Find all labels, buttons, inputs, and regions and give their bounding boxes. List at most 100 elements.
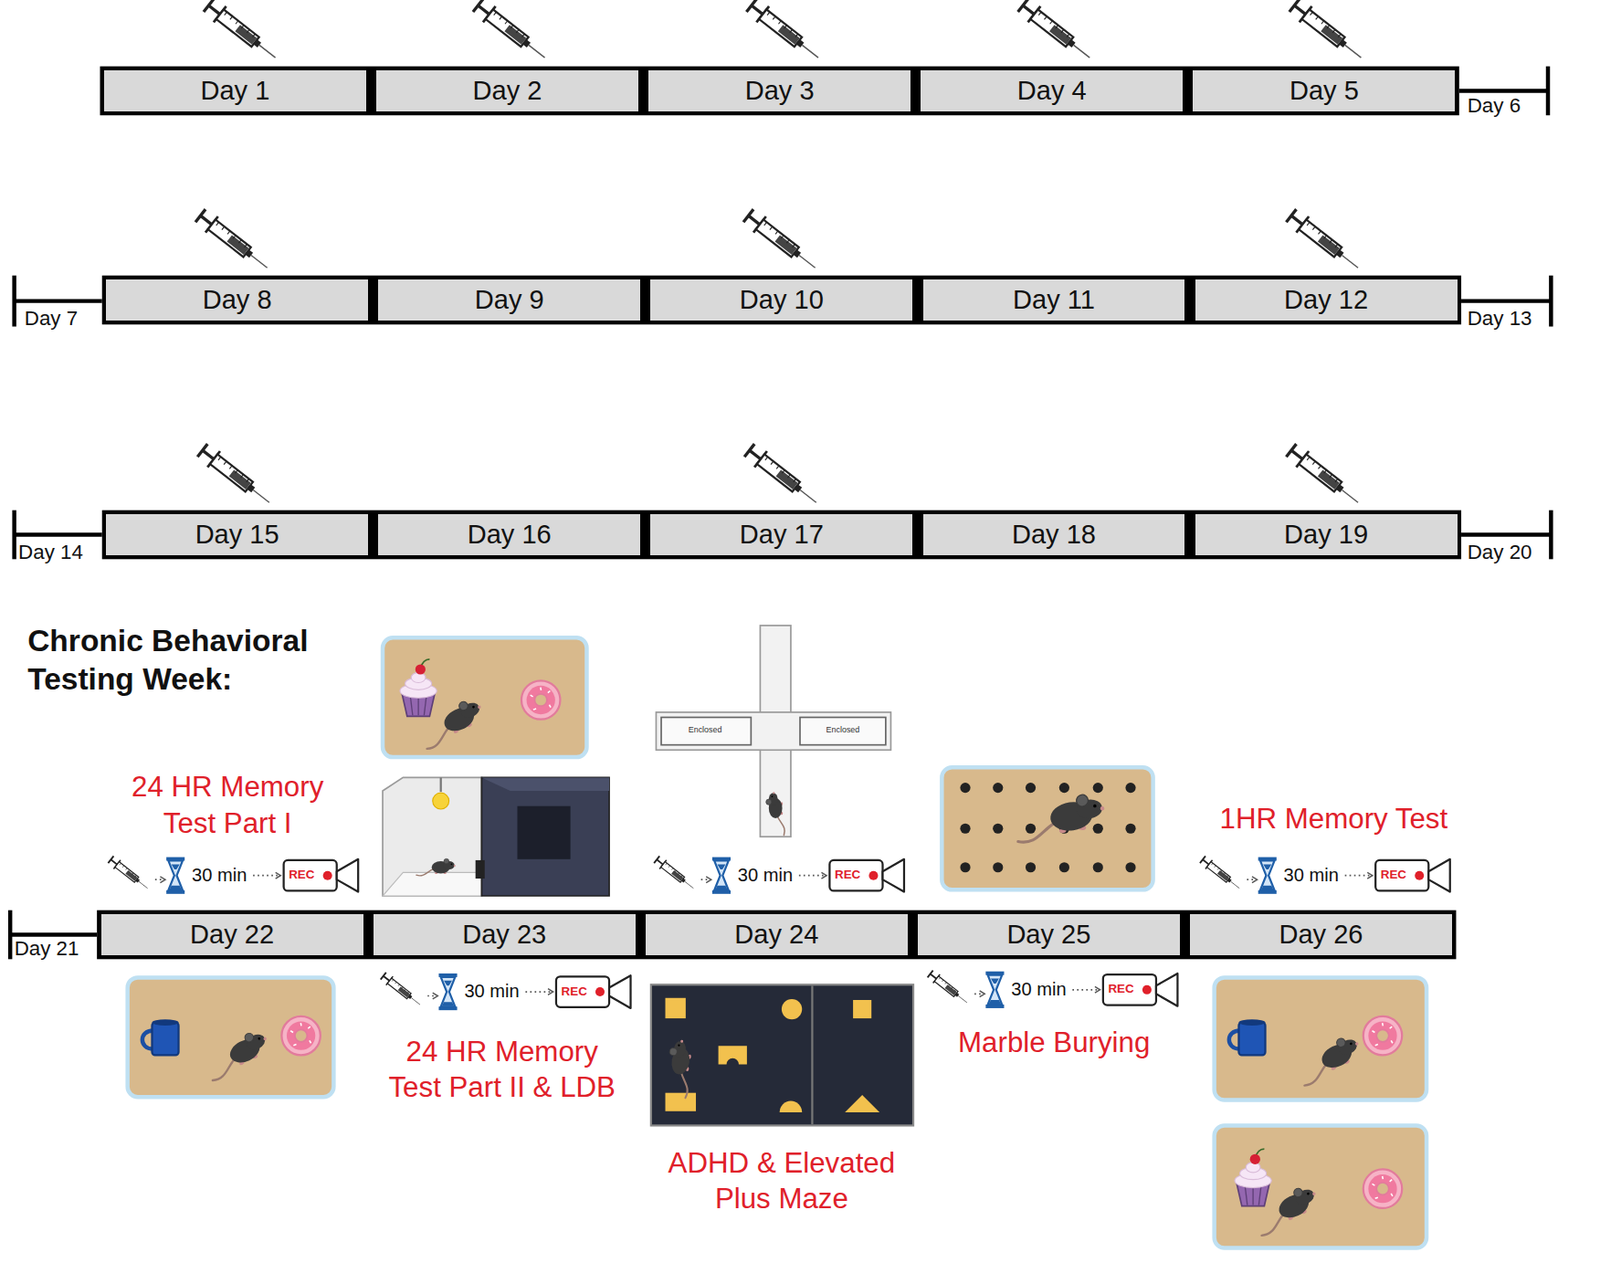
illustration-part	[661, 862, 685, 883]
illustration-part	[665, 1093, 697, 1112]
illustration-part	[1156, 973, 1178, 1007]
illustration-part	[457, 700, 470, 713]
illustration-part	[1038, 11, 1042, 16]
illustration-part	[1368, 1174, 1397, 1203]
day-cell: Day 25	[917, 914, 1180, 956]
illustration-part	[1381, 1176, 1384, 1179]
illustration-part	[661, 716, 751, 745]
illustration-part	[671, 868, 674, 871]
illustration-part	[775, 231, 779, 235]
illustration-part	[1263, 863, 1272, 870]
dotted-arrow	[1345, 872, 1373, 879]
illustration-part	[979, 990, 986, 998]
illustration-part	[1055, 25, 1059, 30]
illustration-part	[1459, 88, 1548, 93]
hourglass-icon	[985, 971, 1004, 1009]
illustration-part	[1548, 510, 1553, 560]
illustration-part	[427, 995, 435, 998]
illustration-part	[526, 685, 556, 715]
illustration-part	[1223, 873, 1226, 875]
illustration-part	[432, 792, 450, 810]
mouse-figure	[200, 1027, 274, 1083]
illustration-part	[407, 991, 410, 994]
illustration-part	[1371, 1031, 1375, 1033]
light-dark-box	[382, 777, 610, 896]
day-cell: Day 24	[645, 914, 908, 956]
illustration-part	[1246, 878, 1254, 881]
illustration-part	[135, 874, 137, 877]
day-cell: Day 15	[105, 514, 369, 556]
day-cell: Day 17	[650, 514, 913, 556]
illustration-part	[799, 874, 824, 877]
day-text: Day 3	[745, 75, 815, 106]
illustration-part	[718, 1045, 748, 1064]
illustration-part	[391, 979, 394, 982]
illustration-part	[793, 478, 797, 483]
illustration-part	[382, 777, 482, 896]
illustration-part	[674, 870, 677, 873]
illustration-part	[475, 860, 485, 879]
donut-object	[1363, 1168, 1402, 1208]
illustration-part	[669, 1047, 678, 1056]
illustration-part	[1375, 1044, 1379, 1046]
illustration-part	[216, 221, 220, 226]
illustration-part	[1329, 474, 1333, 479]
rec-label: REC	[561, 984, 597, 1000]
day-cell: Day 3	[648, 70, 911, 112]
illustration-part	[1363, 1016, 1402, 1055]
rec-label: REC	[288, 867, 324, 884]
illustration-part	[668, 865, 671, 868]
illustration-part	[1049, 24, 1072, 44]
illustration-part	[947, 984, 950, 987]
illustration-part	[770, 461, 774, 465]
rec-label: REC	[1380, 867, 1416, 884]
day-text: Day 24	[734, 919, 819, 950]
illustration-part	[800, 490, 817, 504]
illustration-part	[547, 690, 551, 693]
marble	[1059, 782, 1070, 793]
illustration-part	[294, 1029, 307, 1042]
illustration-part	[778, 24, 800, 44]
illustration-part	[945, 982, 948, 985]
illustration-part	[241, 474, 244, 479]
illustration-part	[525, 990, 550, 993]
day-cell: Day 8	[105, 279, 369, 321]
illustration-part	[778, 21, 781, 25]
illustration-part	[974, 992, 982, 995]
illustration-part	[534, 694, 547, 706]
illustration-part	[1376, 1029, 1389, 1042]
syringe-icon	[1287, 0, 1368, 66]
day-cell: Day 18	[923, 514, 1186, 556]
day-text: Day 25	[1006, 919, 1091, 950]
illustration-part	[159, 876, 166, 884]
day-text: Day 26	[1278, 919, 1363, 950]
illustration-part	[168, 885, 181, 890]
illustration-part	[1548, 275, 1553, 327]
day-marker: Day 14	[18, 539, 105, 566]
illustration-part	[234, 470, 238, 474]
illustration-part	[1292, 1187, 1305, 1200]
illustration-part	[1230, 881, 1240, 889]
test-label: 1HR Memory Test	[1190, 800, 1477, 837]
illustration-part	[677, 873, 680, 875]
illustration-part	[1335, 478, 1338, 483]
illustration-part	[1381, 1022, 1384, 1026]
illustration-part	[398, 986, 411, 998]
illustration-part	[515, 29, 519, 33]
marble	[1093, 782, 1104, 793]
syringe-icon	[742, 207, 822, 276]
illustration-part	[883, 859, 905, 893]
illustration-part	[1142, 985, 1152, 995]
illustration-part	[221, 226, 225, 231]
object-arena	[127, 977, 335, 1097]
illustration-part	[1318, 465, 1322, 470]
mug-object	[1229, 1019, 1266, 1055]
illustration-part	[772, 791, 775, 794]
illustration-part	[155, 878, 163, 881]
illustration-part	[1238, 1022, 1265, 1056]
illustration-part	[1376, 1182, 1389, 1195]
illustration-part	[595, 987, 605, 997]
illustration-part	[1326, 25, 1330, 30]
illustration-part	[300, 1022, 303, 1026]
illustration-part	[151, 1022, 179, 1056]
